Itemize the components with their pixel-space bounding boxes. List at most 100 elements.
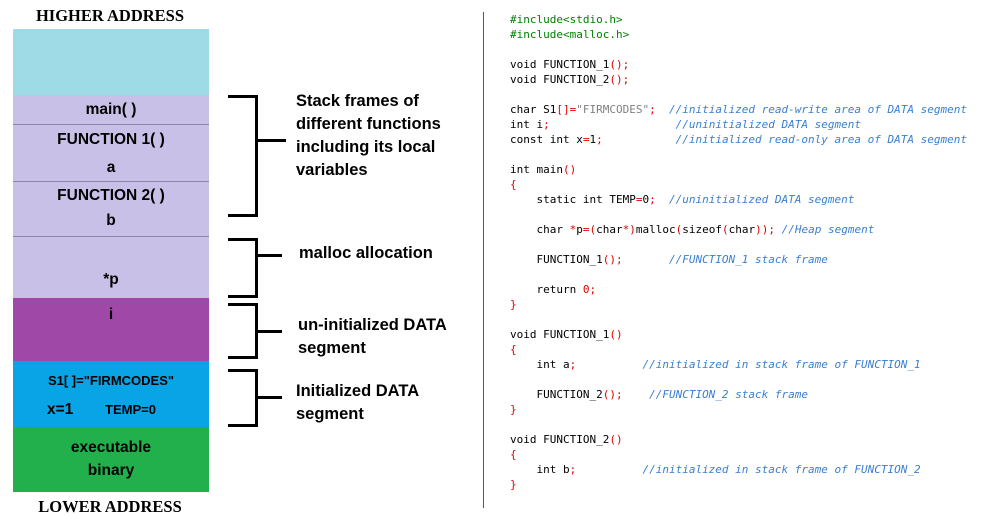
code-token: ; [649, 193, 656, 206]
code-token: } [510, 298, 517, 311]
bss-segment-block: i [13, 298, 209, 361]
code-token: } [510, 478, 517, 491]
code-line: { [510, 342, 967, 357]
code-token: ; [543, 118, 550, 131]
stack-segment-block: main( ) FUNCTION 1( ) a FUNCTION 2( ) b [13, 95, 209, 237]
bss-annotation: un-initialized DATA segment [298, 314, 447, 360]
code-token: char [510, 223, 570, 236]
code-token: void FUNCTION_1 [510, 58, 610, 71]
code-token: () [562, 163, 577, 176]
local-variable-a-label: a [106, 159, 116, 176]
code-token: ; [649, 103, 656, 116]
code-line: void FUNCTION_2() [510, 432, 967, 447]
annotation-line: including its local [296, 138, 436, 156]
annotation-line: segment [298, 339, 366, 357]
code-token: { [510, 178, 517, 191]
code-line [510, 267, 967, 282]
heap-bracket-tick [258, 254, 282, 257]
code-line: #include<stdio.h> [510, 12, 967, 27]
code-token: void FUNCTION_2 [510, 433, 610, 446]
code-token: malloc [635, 223, 676, 236]
code-token: const int x [510, 133, 583, 146]
heap-top-divider [13, 236, 209, 237]
code-token: *) [622, 223, 636, 236]
code-comment: //initialized read-only area of DATA seg… [602, 133, 967, 146]
code-comment: //uninitialized DATA segment [549, 118, 862, 131]
code-token: p [576, 223, 583, 236]
code-line: int main() [510, 162, 967, 177]
code-listing: #include<stdio.h>#include<malloc.h> void … [510, 12, 967, 492]
code-token: (); [602, 253, 623, 266]
code-comment: //Heap segment [774, 223, 875, 236]
bss-bracket-tick [258, 330, 282, 333]
stack-bracket [228, 95, 258, 217]
stack-frame-divider [13, 124, 209, 125]
annotation-line: Initialized DATA [296, 382, 420, 400]
code-comment: //FUNCTION_1 stack frame [622, 253, 828, 266]
text-segment-block: executable binary [13, 427, 209, 492]
code-comment: //initialized read-write area of DATA se… [655, 103, 967, 116]
code-token: () [609, 328, 623, 341]
code-token: int b [510, 463, 570, 476]
higher-address-title: HIGHER ADDRESS [35, 6, 185, 25]
code-token: ; [569, 358, 577, 371]
code-line: } [510, 402, 967, 417]
data-bracket-tick [258, 396, 282, 399]
stack-frame-divider [13, 181, 209, 182]
data-bracket [228, 369, 258, 427]
code-token: ; [569, 463, 577, 476]
code-token: []= [556, 103, 577, 116]
code-line: } [510, 297, 967, 312]
code-token: FUNCTION_1 [510, 253, 603, 266]
code-line: #include<malloc.h> [510, 27, 967, 42]
code-line: { [510, 177, 967, 192]
code-line [510, 237, 967, 252]
code-line: FUNCTION_1(); //FUNCTION_1 stack frame [510, 252, 967, 267]
code-token: 0 [582, 283, 590, 296]
local-variable-b-label: b [106, 212, 116, 229]
variable-i-label: i [108, 306, 114, 323]
free-space-block [13, 29, 209, 95]
lower-address-title: LOWER ADDRESS [38, 497, 182, 516]
heap-pointer-p-label: *p [103, 271, 119, 288]
annotation-line: variables [296, 161, 368, 179]
heap-bracket [228, 238, 258, 298]
stack-frame-function-2-label: FUNCTION 2( ) [57, 187, 165, 204]
code-token: int i [510, 118, 544, 131]
stack-annotation: Stack frames of different functions incl… [296, 90, 441, 182]
code-line [510, 87, 967, 102]
code-line: void FUNCTION_1(); [510, 57, 967, 72]
code-line: return 0; [510, 282, 967, 297]
code-line: const int x=1; //initialized read-only a… [510, 132, 967, 147]
code-comment: //initialized in stack frame of FUNCTION… [576, 463, 921, 476]
code-token: = [635, 193, 643, 206]
heap-annotation: malloc allocation [299, 242, 433, 265]
code-token: FUNCTION_2 [510, 388, 603, 401]
code-comment: //FUNCTION_2 stack frame [622, 388, 809, 401]
code-token: (); [602, 388, 623, 401]
code-token: char [728, 223, 756, 236]
code-line: void FUNCTION_1() [510, 327, 967, 342]
code-token: char S1 [510, 103, 557, 116]
code-token: char [596, 223, 623, 236]
code-token: 0 [642, 193, 650, 206]
code-line [510, 207, 967, 222]
annotation-line: different functions [296, 115, 441, 133]
bss-bracket [228, 303, 258, 359]
code-token: * [569, 223, 577, 236]
code-token: { [510, 448, 517, 461]
code-line: } [510, 477, 967, 492]
code-token: =( [582, 223, 597, 236]
code-line [510, 417, 967, 432]
code-token: () [609, 433, 623, 446]
annotation-line: un-initialized DATA [298, 316, 447, 334]
code-token: ; [589, 283, 597, 296]
stack-frame-main-label: main( ) [85, 101, 137, 118]
const-x-label: x=1 [47, 401, 74, 418]
code-token: = [582, 133, 590, 146]
code-line: { [510, 447, 967, 462]
code-token: static int TEMP [510, 193, 636, 206]
code-line: int b; //initialized in stack frame of F… [510, 462, 967, 477]
code-token: sizeof [682, 223, 722, 236]
annotation-line: Stack frames of [296, 92, 419, 110]
